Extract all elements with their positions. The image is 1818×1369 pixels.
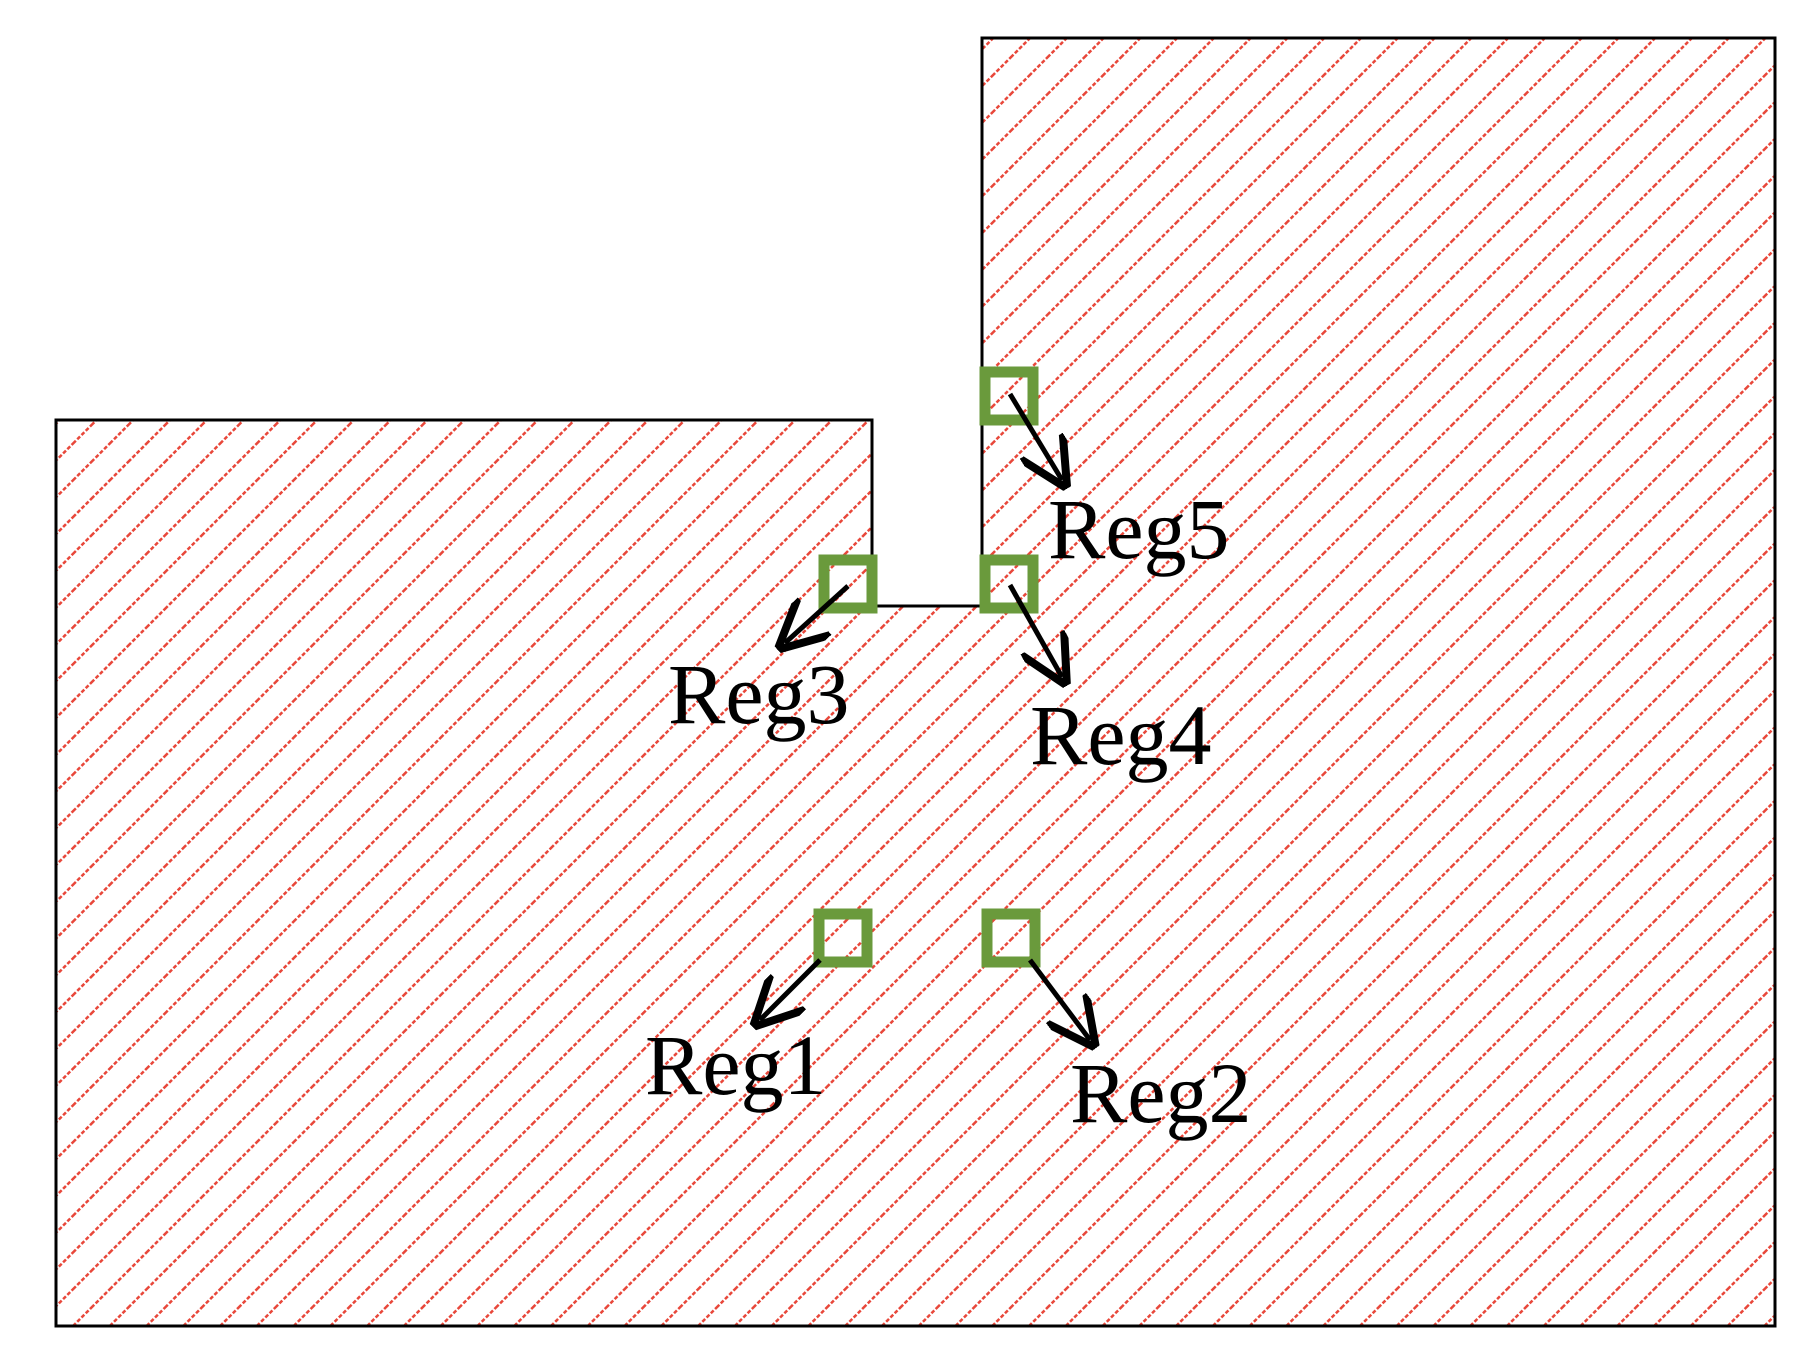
arrow-reg1: [760, 958, 822, 1020]
label-reg4: Reg4: [1030, 687, 1212, 783]
arrow-reg2: [1028, 958, 1090, 1040]
marker-reg5: [979, 366, 1039, 426]
label-reg2: Reg2: [1070, 1045, 1252, 1141]
marker-reg2: [981, 908, 1041, 968]
label-reg3: Reg3: [668, 646, 850, 742]
marker-reg3: [818, 554, 878, 614]
marker-reg4: [979, 554, 1039, 614]
label-reg1: Reg1: [645, 1017, 827, 1113]
label-reg5: Reg5: [1048, 481, 1230, 577]
domain-shape: [54, 36, 1777, 1328]
arrow-reg4: [1007, 583, 1062, 677]
marker-reg1: [813, 908, 873, 968]
arrow-reg5: [1007, 392, 1062, 480]
arrow-reg3: [785, 584, 850, 643]
